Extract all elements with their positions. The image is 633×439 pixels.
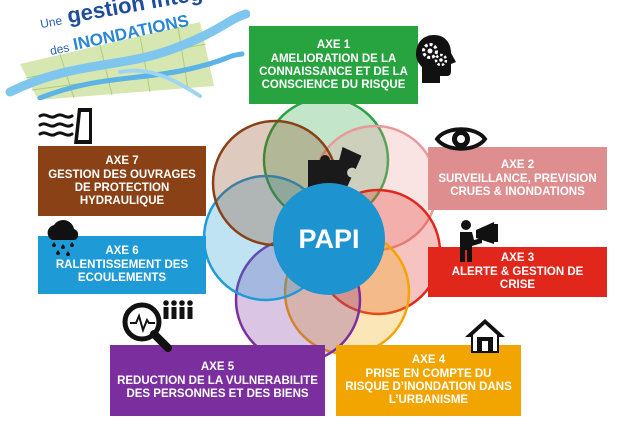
head-gears-icon — [416, 35, 456, 83]
dam-icon — [38, 108, 92, 144]
axe4-text: PRISE EN COMPTE DU RISQUE D’INONDATION D… — [345, 368, 512, 406]
axe1-box: AXE 1 AMELIORATION DE LA CONNAISSANCE ET… — [249, 26, 418, 104]
axe4-box: AXE 4 PRISE EN COMPTE DU RISQUE D’INONDA… — [336, 345, 521, 416]
axe5-number: AXE 5 — [200, 360, 235, 373]
axe5-text: REDUCTION DE LA VULNERABILITE DES PERSON… — [117, 374, 318, 400]
axe7-text: GESTION DES OUVRAGES DE PROTECTION HYDRA… — [48, 168, 196, 207]
axe3-text: ALERTE & GESTION DE CRISE — [451, 266, 584, 291]
rain-cloud-icon — [47, 220, 79, 256]
axe2-number: AXE 2 — [500, 158, 535, 171]
river-icon — [5, 9, 250, 100]
papi-center-circle: PAPI — [273, 183, 385, 295]
eye-icon — [434, 127, 488, 151]
axe3-box: AXE 3 ALERTE & GESTION DE CRISE — [428, 247, 607, 297]
axe4-number: AXE 4 — [411, 354, 446, 366]
axe6-text: RALENTISSEMENT DES ECOULEMENTS — [55, 259, 189, 284]
axe6-number: AXE 6 — [105, 245, 139, 257]
axe2-box: AXE 2 SURVEILLANCE, PREVISION CRUES & IN… — [428, 147, 607, 210]
axe6-box: AXE 6 RALENTISSEMENT DES ECOULEMENTS — [38, 236, 206, 294]
axe5-box: AXE 5 REDUCTION DE LA VULNERABILITE DES … — [110, 345, 325, 416]
papi-label: PAPI — [298, 223, 360, 254]
magnifier-people-icon — [122, 300, 193, 352]
axe1-text: AMELIORATION DE LA CONNAISSANCE ET DE LA… — [259, 52, 408, 91]
house-icon — [465, 319, 505, 353]
logo-graphic — [5, 9, 250, 100]
axe7-number: AXE 7 — [105, 154, 139, 167]
axe7-box: AXE 7 GESTION DES OUVRAGES DE PROTECTION… — [38, 146, 206, 216]
megaphone-person-icon — [460, 220, 498, 262]
axe2-text: SURVEILLANCE, PREVISION CRUES & INONDATI… — [438, 172, 597, 198]
axe3-number: AXE 3 — [500, 252, 535, 264]
axe1-number: AXE 1 — [316, 38, 351, 51]
